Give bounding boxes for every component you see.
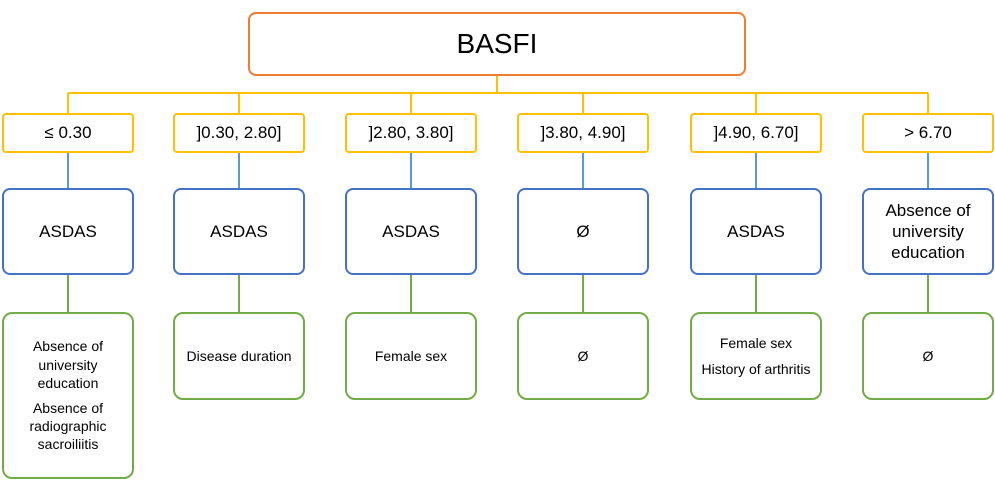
range-label: ]0.30, 2.80]: [196, 123, 282, 142]
factor-label: Ø: [922, 347, 934, 364]
factor-node: Disease duration: [173, 312, 305, 400]
measure-node: ASDAS: [690, 188, 822, 275]
measure-node: ASDAS: [2, 188, 134, 275]
factor-label: Absence of radiographic sacroiliitis: [29, 400, 107, 453]
range-label: ]2.80, 3.80]: [368, 123, 454, 142]
factor-label: Female sex: [374, 347, 448, 364]
measure-label: ASDAS: [727, 221, 785, 241]
factor-label: Absence of university education: [32, 338, 104, 391]
factor-label: Disease duration: [186, 347, 292, 364]
range-label: ≤ 0.30: [44, 123, 92, 142]
range-node: ≤ 0.30: [2, 113, 134, 153]
range-label: > 6.70: [904, 123, 952, 142]
range-node: > 6.70: [862, 113, 994, 153]
factor-node: Female sex: [345, 312, 477, 400]
measure-label: Absence of university education: [885, 200, 971, 263]
measure-label: Ø: [576, 221, 590, 241]
range-node: ]3.80, 4.90]: [517, 113, 649, 153]
measure-node: Absence of university education: [862, 188, 994, 275]
measure-label: ASDAS: [210, 221, 268, 241]
measure-node: Ø: [517, 188, 649, 275]
measure-label: ASDAS: [39, 221, 97, 241]
measure-label: ASDAS: [382, 221, 440, 241]
factor-label: Female sex: [719, 335, 793, 352]
factor-node: Female sex History of arthritis: [690, 312, 822, 400]
factor-node: Ø: [517, 312, 649, 400]
root-node: BASFI: [248, 12, 746, 76]
range-node: ]0.30, 2.80]: [173, 113, 305, 153]
range-label: ]4.90, 6.70]: [713, 123, 799, 142]
measure-node: ASDAS: [345, 188, 477, 275]
factor-node: Ø: [862, 312, 994, 400]
range-node: ]4.90, 6.70]: [690, 113, 822, 153]
factor-node: Absence of university education Absence …: [2, 312, 134, 479]
factor-label: History of arthritis: [701, 360, 811, 377]
measure-node: ASDAS: [173, 188, 305, 275]
range-node: ]2.80, 3.80]: [345, 113, 477, 153]
factor-label: Ø: [577, 347, 589, 364]
root-label: BASFI: [456, 28, 538, 59]
range-label: ]3.80, 4.90]: [540, 123, 626, 142]
